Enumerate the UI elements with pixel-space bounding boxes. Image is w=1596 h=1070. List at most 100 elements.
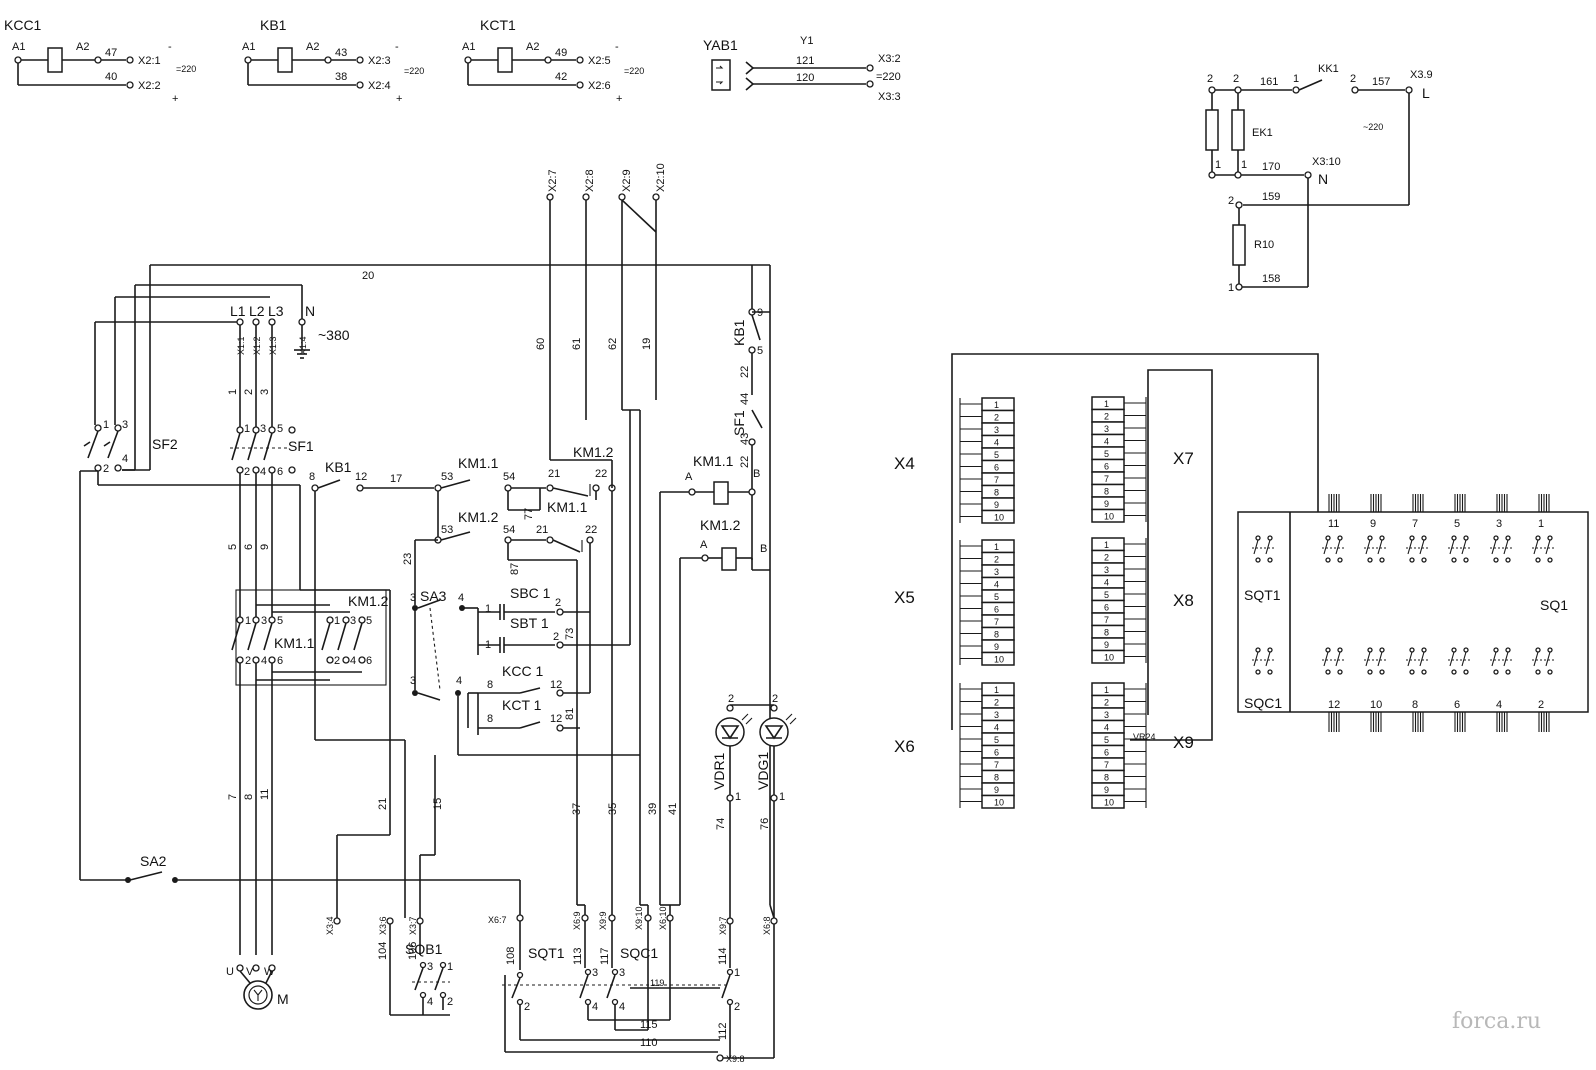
led-indicators: 2 VDR1 1 74 2 VDG1 1 76 xyxy=(711,693,797,918)
svg-text:X3:4: X3:4 xyxy=(325,916,335,935)
switch-label: SQ1 xyxy=(1540,597,1568,613)
contactor-label: KM1.2 xyxy=(348,593,389,609)
phase-label: L3 xyxy=(268,303,284,319)
limit-switch-label: SQB1 xyxy=(405,941,443,957)
wire-number: 121 xyxy=(796,55,814,67)
svg-text:9: 9 xyxy=(259,544,271,550)
terminal-number: 4 xyxy=(1496,699,1502,711)
svg-text:19: 19 xyxy=(641,338,653,350)
svg-text:8: 8 xyxy=(243,794,255,800)
heater-label: EK1 xyxy=(1252,127,1273,139)
svg-text:5: 5 xyxy=(366,615,372,627)
svg-text:76: 76 xyxy=(759,818,771,830)
svg-text:X3:7: X3:7 xyxy=(408,916,418,935)
svg-text:1: 1 xyxy=(245,615,251,627)
pin-number: 8 xyxy=(1104,487,1109,497)
resistor-label: R10 xyxy=(1254,239,1274,251)
svg-text:4: 4 xyxy=(592,1001,598,1013)
wire-number: 159 xyxy=(1262,191,1280,203)
pin-number: 8 xyxy=(994,488,999,498)
pin-number: 5 xyxy=(994,735,999,745)
svg-text:4: 4 xyxy=(260,466,266,478)
svg-text:54: 54 xyxy=(503,471,515,483)
breaker-label: SF1 xyxy=(288,438,314,454)
svg-text:5: 5 xyxy=(277,615,283,627)
pin-number: 8 xyxy=(994,773,999,783)
svg-text:7: 7 xyxy=(227,794,239,800)
svg-text:81: 81 xyxy=(564,708,576,720)
terminal-number: 2 xyxy=(1538,699,1544,711)
svg-text:3: 3 xyxy=(619,967,625,979)
switch-contact-icon xyxy=(1364,647,1386,675)
pin-number: 4 xyxy=(1104,723,1109,733)
svg-text:8: 8 xyxy=(487,679,493,691)
wire-number: 161 xyxy=(1260,76,1278,88)
pin-number: 7 xyxy=(1104,760,1109,770)
svg-text:114: 114 xyxy=(717,947,729,965)
pin-number: 3 xyxy=(994,710,999,720)
svg-text:3: 3 xyxy=(261,615,267,627)
polarity-label: - xyxy=(615,41,619,53)
terminal-label: X2:6 xyxy=(588,80,611,92)
svg-text:KB1: KB1 xyxy=(731,319,747,346)
svg-text:B: B xyxy=(753,468,760,480)
svg-text:X9:8: X9:8 xyxy=(726,1054,745,1064)
pin-number: 3 xyxy=(1104,710,1109,720)
terminal-label: X2:5 xyxy=(588,55,611,67)
terminal-label: X2:3 xyxy=(368,55,391,67)
svg-text:2: 2 xyxy=(103,463,109,475)
pin-number: 1 xyxy=(1104,685,1109,695)
voltage-label: =220 xyxy=(624,66,644,76)
pin-number: 5 xyxy=(994,592,999,602)
pin-number: 1 xyxy=(994,542,999,552)
svg-text:108: 108 xyxy=(505,947,517,965)
relay-name: KCT1 xyxy=(480,17,516,33)
sf1-breaker: 1 3 5 2 4 6 SF1 5 6 9 xyxy=(227,423,314,620)
svg-text:62: 62 xyxy=(607,338,619,350)
legend-yab1: YAB1 Y1 121 120 X3:2 =220 X3:3 xyxy=(703,35,901,103)
svg-text:SBT 1: SBT 1 xyxy=(510,615,549,631)
wire-number: 120 xyxy=(796,72,814,84)
pin-number: 1 xyxy=(994,685,999,695)
polarity-label: - xyxy=(168,41,172,53)
svg-text:106: 106 xyxy=(407,942,419,960)
connector-blocks: X4 X5 X6 X7 X8 X9 VR24 12345678910123456… xyxy=(894,353,1319,809)
svg-text:1: 1 xyxy=(1293,73,1299,85)
wire-number: 38 xyxy=(335,71,347,83)
connector-label: X7 xyxy=(1173,449,1194,468)
svg-text:6: 6 xyxy=(366,655,372,667)
svg-text:1: 1 xyxy=(1241,159,1247,171)
svg-text:X6:10: X6:10 xyxy=(658,906,668,930)
legend-kcc1: KCC1 A1 A2 47 X2:1 - 40 X2:2 + =220 xyxy=(4,17,196,105)
pin-number: 9 xyxy=(994,500,999,510)
svg-text:61: 61 xyxy=(571,338,583,350)
pin-label: A1 xyxy=(242,41,255,53)
svg-text:73: 73 xyxy=(564,628,576,640)
pin-number: 2 xyxy=(994,413,999,423)
switch-contact-icon xyxy=(1406,647,1428,675)
pin-number: 2 xyxy=(994,555,999,565)
svg-text:104: 104 xyxy=(377,942,389,960)
pin-number: 9 xyxy=(1104,785,1109,795)
pin-number: 4 xyxy=(1104,437,1109,447)
kcc-kct-contacts: 8 KCC 1 12 KCT 1 8 12 81 xyxy=(467,612,591,735)
pin-number: 8 xyxy=(994,630,999,640)
voltage-label: =220 xyxy=(176,64,196,74)
svg-text:2: 2 xyxy=(734,1001,740,1013)
switch-label: SA3 xyxy=(420,588,447,604)
svg-text:5: 5 xyxy=(227,544,239,550)
pin-number: 10 xyxy=(1104,653,1114,663)
pin-number: 3 xyxy=(994,567,999,577)
switch-label: SA2 xyxy=(140,853,167,869)
control-km12-row: 53 KM1.2 54 21 22 KM1.1 23 77 87 xyxy=(402,488,613,905)
svg-text:X3:6: X3:6 xyxy=(378,916,388,935)
pin-number: 9 xyxy=(1104,640,1109,650)
sbc-sbt-buttons: 1 SBC 1 2 SBT 1 1 2 73 xyxy=(477,410,631,655)
svg-text:KM1.1: KM1.1 xyxy=(547,499,588,515)
svg-text:44: 44 xyxy=(739,393,751,405)
pin-number: 2 xyxy=(1104,698,1109,708)
terminal-number: 12 xyxy=(1328,699,1340,711)
